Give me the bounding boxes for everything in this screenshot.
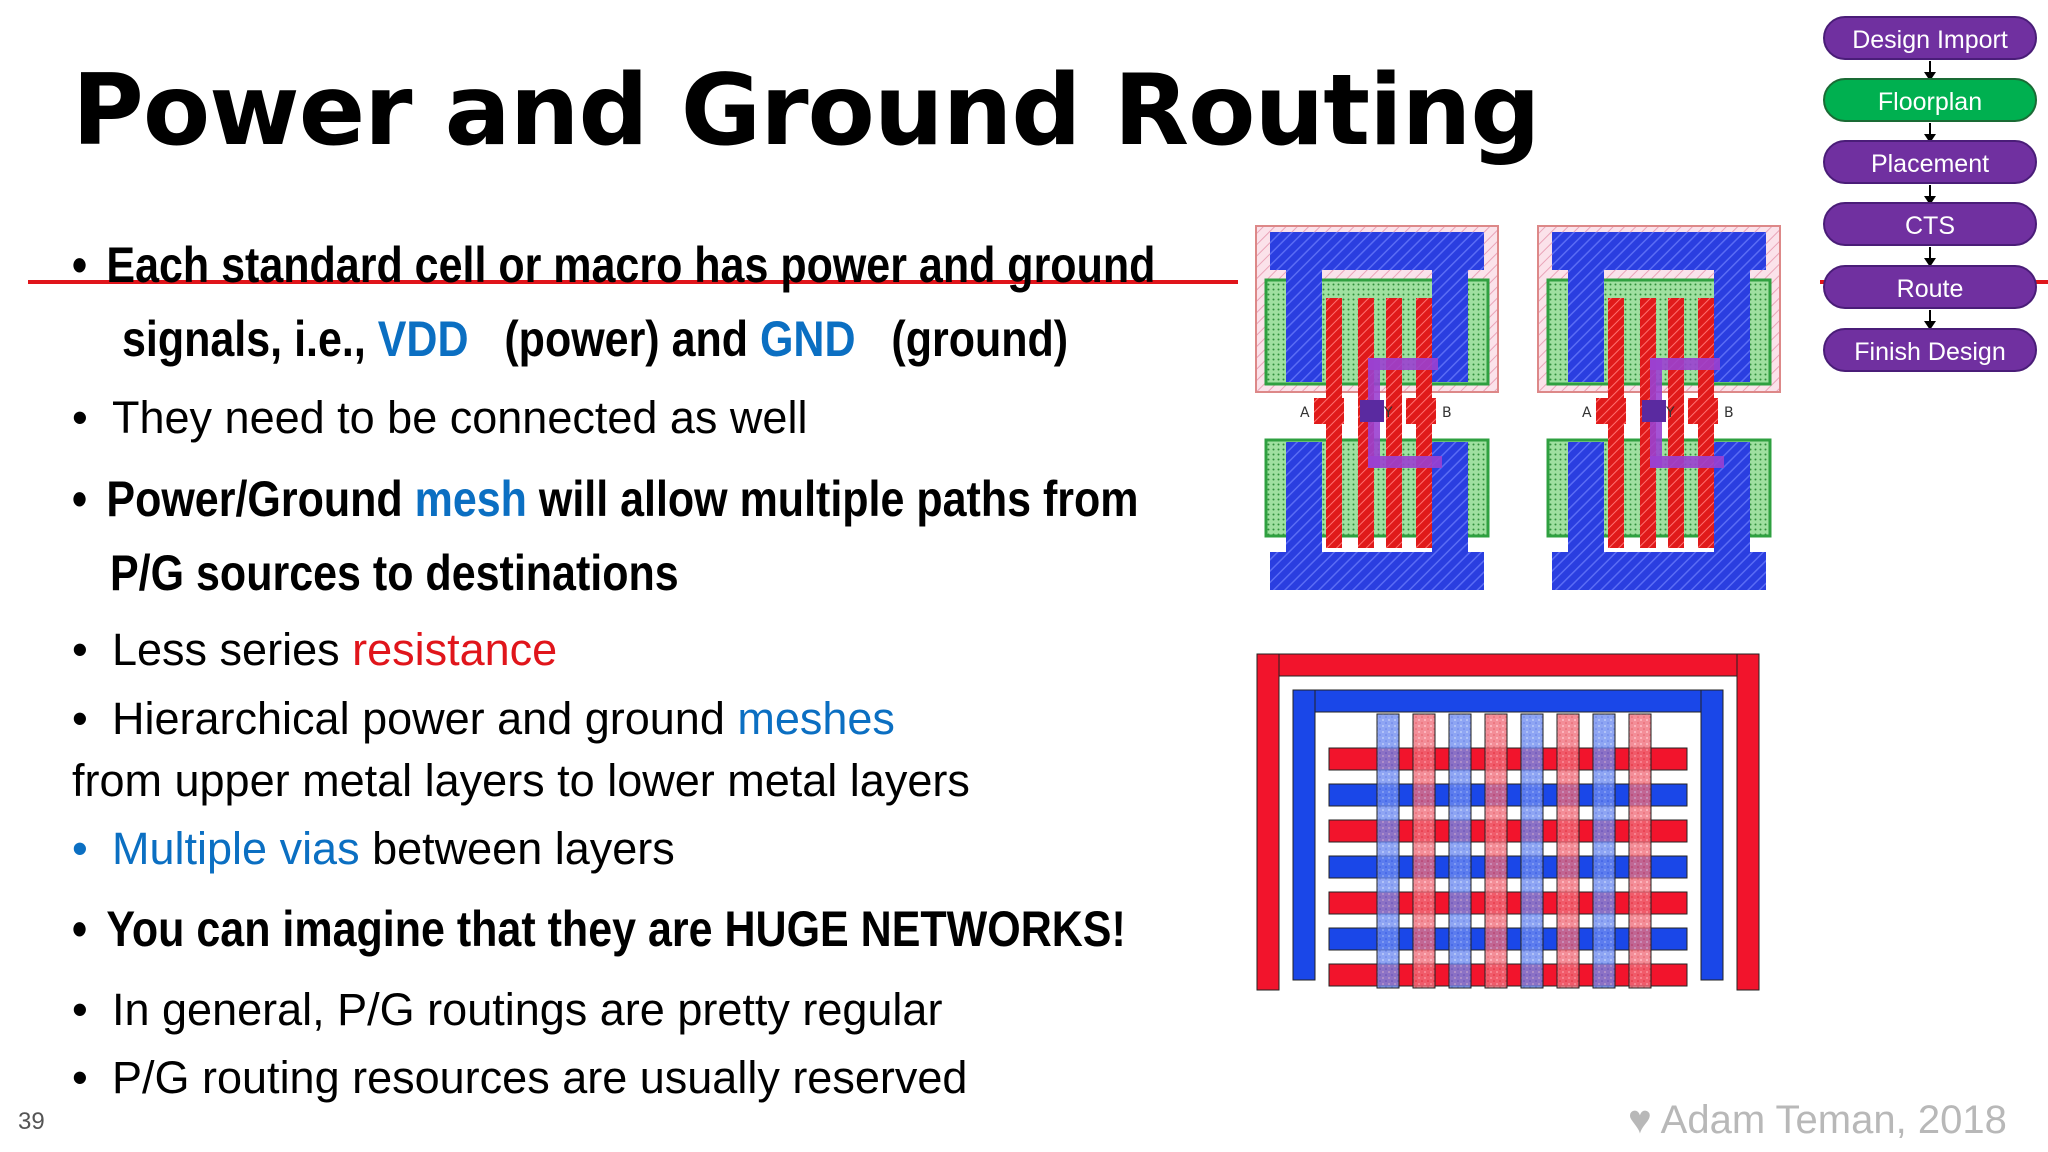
flow-step-cts: CTS: [1823, 202, 2037, 246]
footer-credit: ♥ Adam Teman, 2018: [1628, 1098, 2007, 1142]
power-grid-diagram: [1256, 653, 1760, 991]
divider-line-left: [28, 280, 1238, 284]
bullet-3-line1: •Power/Ground mesh will allow multiple p…: [72, 471, 1139, 527]
bullet-5-line1: •Hierarchical power and ground meshes: [72, 693, 895, 744]
page-number: 39: [18, 1108, 45, 1135]
bullet-9: •P/G routing resources are usually reser…: [72, 1052, 968, 1103]
bullet-5-line2: from upper metal layers to lower metal l…: [72, 755, 970, 806]
meshes-term: meshes: [737, 693, 895, 744]
bullet-6: •Multiple vias between layers: [72, 823, 675, 874]
resistance-term: resistance: [352, 624, 558, 675]
flow-arrow: [1924, 123, 1936, 143]
flow-step-route: Route: [1823, 265, 2037, 309]
flow-arrow: [1924, 61, 1936, 81]
flow-step-placement: Placement: [1823, 140, 2037, 184]
flow-step-floorplan: Floorplan: [1823, 78, 2037, 122]
bullet-8: •In general, P/G routings are pretty reg…: [72, 984, 943, 1035]
flow-arrow: [1924, 310, 1936, 330]
standard-cell-layouts: A Y B: [1254, 224, 1782, 592]
bullet-1-line2: signals, i.e., VDD (power) and GND (grou…: [122, 311, 1069, 367]
mesh-term: mesh: [414, 471, 527, 527]
page-title: Power and Ground Routing: [72, 54, 1541, 168]
flow-arrow: [1924, 185, 1936, 205]
vias-term: Multiple vias: [112, 823, 360, 874]
bullet-4: •Less series resistance: [72, 624, 558, 675]
flow-arrow: [1924, 247, 1936, 267]
gnd-term: GND: [759, 311, 856, 367]
flow-step-design-import: Design Import: [1823, 16, 2037, 60]
bullet-3-line2: P/G sources to destinations: [110, 545, 679, 601]
vdd-term: VDD: [377, 311, 469, 367]
bullet-2: •They need to be connected as well: [72, 392, 808, 443]
bullet-1-line1: •Each standard cell or macro has power a…: [72, 237, 1156, 293]
bullet-7: •You can imagine that they are HUGE NETW…: [72, 901, 1126, 957]
flow-step-finish-design: Finish Design: [1823, 328, 2037, 372]
